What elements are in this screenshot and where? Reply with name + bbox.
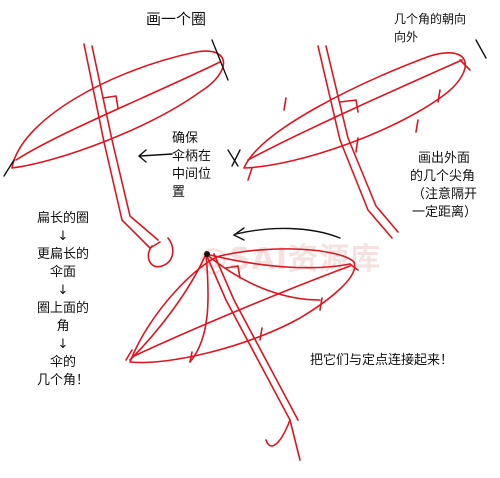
arrow-pointing-to-tip xyxy=(227,149,239,167)
label-connect-to-apex: 把它们与定点连接起来！ xyxy=(310,353,454,368)
umbrella-step2-tip-marks xyxy=(231,39,487,167)
steps-flow: 扁长的圈 ↓ 更扁长的 伞面 ↓ 圈上面的 角 ↓ 伞的 几个角！ xyxy=(8,210,118,390)
label-handle-center-3: 中间位 xyxy=(172,167,212,182)
label-handle-center-4: 置 xyxy=(172,185,186,200)
flow-step-3b: 角 xyxy=(56,319,70,334)
umbrella-step2-sketch xyxy=(243,45,471,239)
umbrella-step1-sketch xyxy=(11,43,225,268)
flow-down-arrow-icon: ↓ xyxy=(57,337,69,352)
arrow-swoop-over-canopy xyxy=(232,227,341,241)
label-handle-center-1: 确保 xyxy=(172,131,199,146)
umbrella-step3-apex-point xyxy=(204,251,210,257)
flow-step-4b: 几个角！ xyxy=(36,373,89,388)
label-outer-tips-1: 画出外面 xyxy=(418,151,471,166)
label-outer-tips-2: 的几个尖角 xyxy=(410,169,476,184)
label-draw-circle: 画一个圈 xyxy=(146,10,207,28)
flow-down-arrow-icon: ↓ xyxy=(57,229,69,244)
label-handle-center-2: 伞柄在 xyxy=(172,149,212,164)
flow-step-1: 扁长的圈 xyxy=(36,211,89,226)
umbrella-step1-tip-marks xyxy=(3,39,229,177)
label-outer-tips-4: 一定距离） xyxy=(412,205,478,220)
flow-step-2b: 伞面 xyxy=(49,265,76,280)
label-outer-tips-3: （注意隔开 xyxy=(412,187,478,202)
flow-step-2: 更扁长的 xyxy=(36,247,89,262)
flow-down-arrow-icon: ↓ xyxy=(57,283,69,298)
label-points-outward-1: 几个角的朝向 xyxy=(394,12,467,26)
watermark: @SAI资源库 xyxy=(198,242,381,277)
label-points-outward-2: 向外 xyxy=(394,30,419,44)
flow-step-3: 圈上面的 xyxy=(36,301,89,316)
flow-step-4: 伞的 xyxy=(49,355,76,370)
umbrella-step3-sketch xyxy=(125,248,359,461)
arrow-pointing-to-handle xyxy=(137,149,173,163)
